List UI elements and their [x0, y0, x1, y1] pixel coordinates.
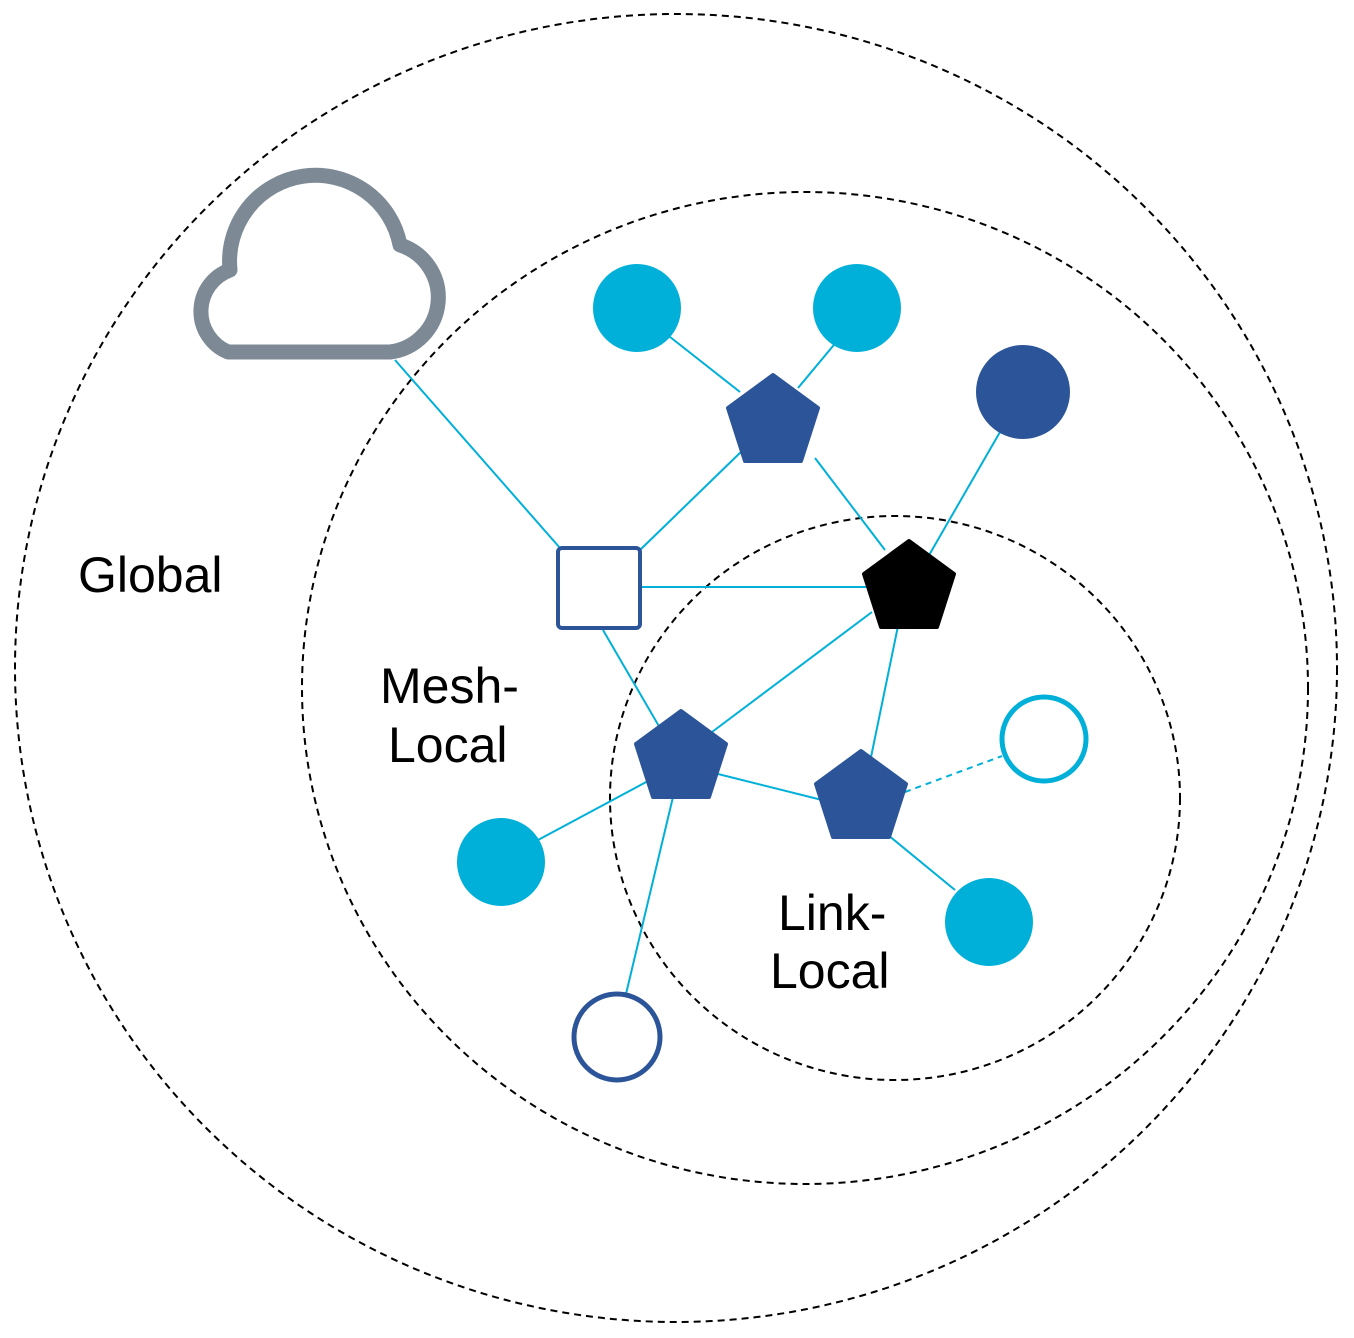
link-border-router-router-top: [639, 447, 746, 551]
link-router-top-leader: [814, 457, 886, 551]
square-outline-icon: [556, 546, 642, 630]
link-leader-router-left: [707, 611, 873, 736]
link-local-scope-boundary: [609, 515, 1181, 1081]
network-links: [394, 332, 1003, 995]
filled-circle-icon: [457, 818, 545, 906]
link-router-top-device-b: [797, 339, 839, 389]
outline-circle-icon: [999, 694, 1089, 784]
global-scope-label: Global: [78, 547, 223, 603]
mesh-local-scope-boundary: [301, 191, 1309, 1185]
link-router-top-device-a: [664, 332, 741, 393]
link-router-right-device-d: [887, 834, 956, 891]
link-router-left-router-right: [717, 773, 823, 801]
link-local-scope-label-line1: Link-: [778, 885, 886, 941]
link-leader-router-device: [927, 431, 1001, 558]
pentagon-icon: [814, 749, 908, 839]
link-border-router-router-left: [602, 629, 661, 729]
link-cloud-border-router: [394, 359, 561, 549]
link-local-scope-label-line2: Local: [770, 943, 890, 999]
mesh-local-scope-label-line2: Local: [388, 717, 508, 773]
link-router-left-device-c: [537, 779, 651, 841]
outline-circle-icon: [571, 991, 663, 1083]
cloud-icon: [193, 167, 446, 360]
mesh-local-scope-label-line1: Mesh-: [380, 658, 519, 714]
link-leader-router-right: [869, 625, 899, 763]
filled-circle-icon: [813, 264, 901, 352]
pentagon-black-icon: [862, 539, 956, 629]
pentagon-icon: [634, 709, 728, 799]
filled-circle-icon: [976, 345, 1070, 439]
link-router-right-sleepy-device: [904, 755, 1003, 793]
pentagon-icon: [726, 373, 820, 463]
filled-circle-icon: [593, 264, 681, 352]
global-scope-boundary: [14, 13, 1338, 1323]
filled-circle-icon: [945, 878, 1033, 966]
link-router-left-sleepy-device: [625, 796, 674, 995]
